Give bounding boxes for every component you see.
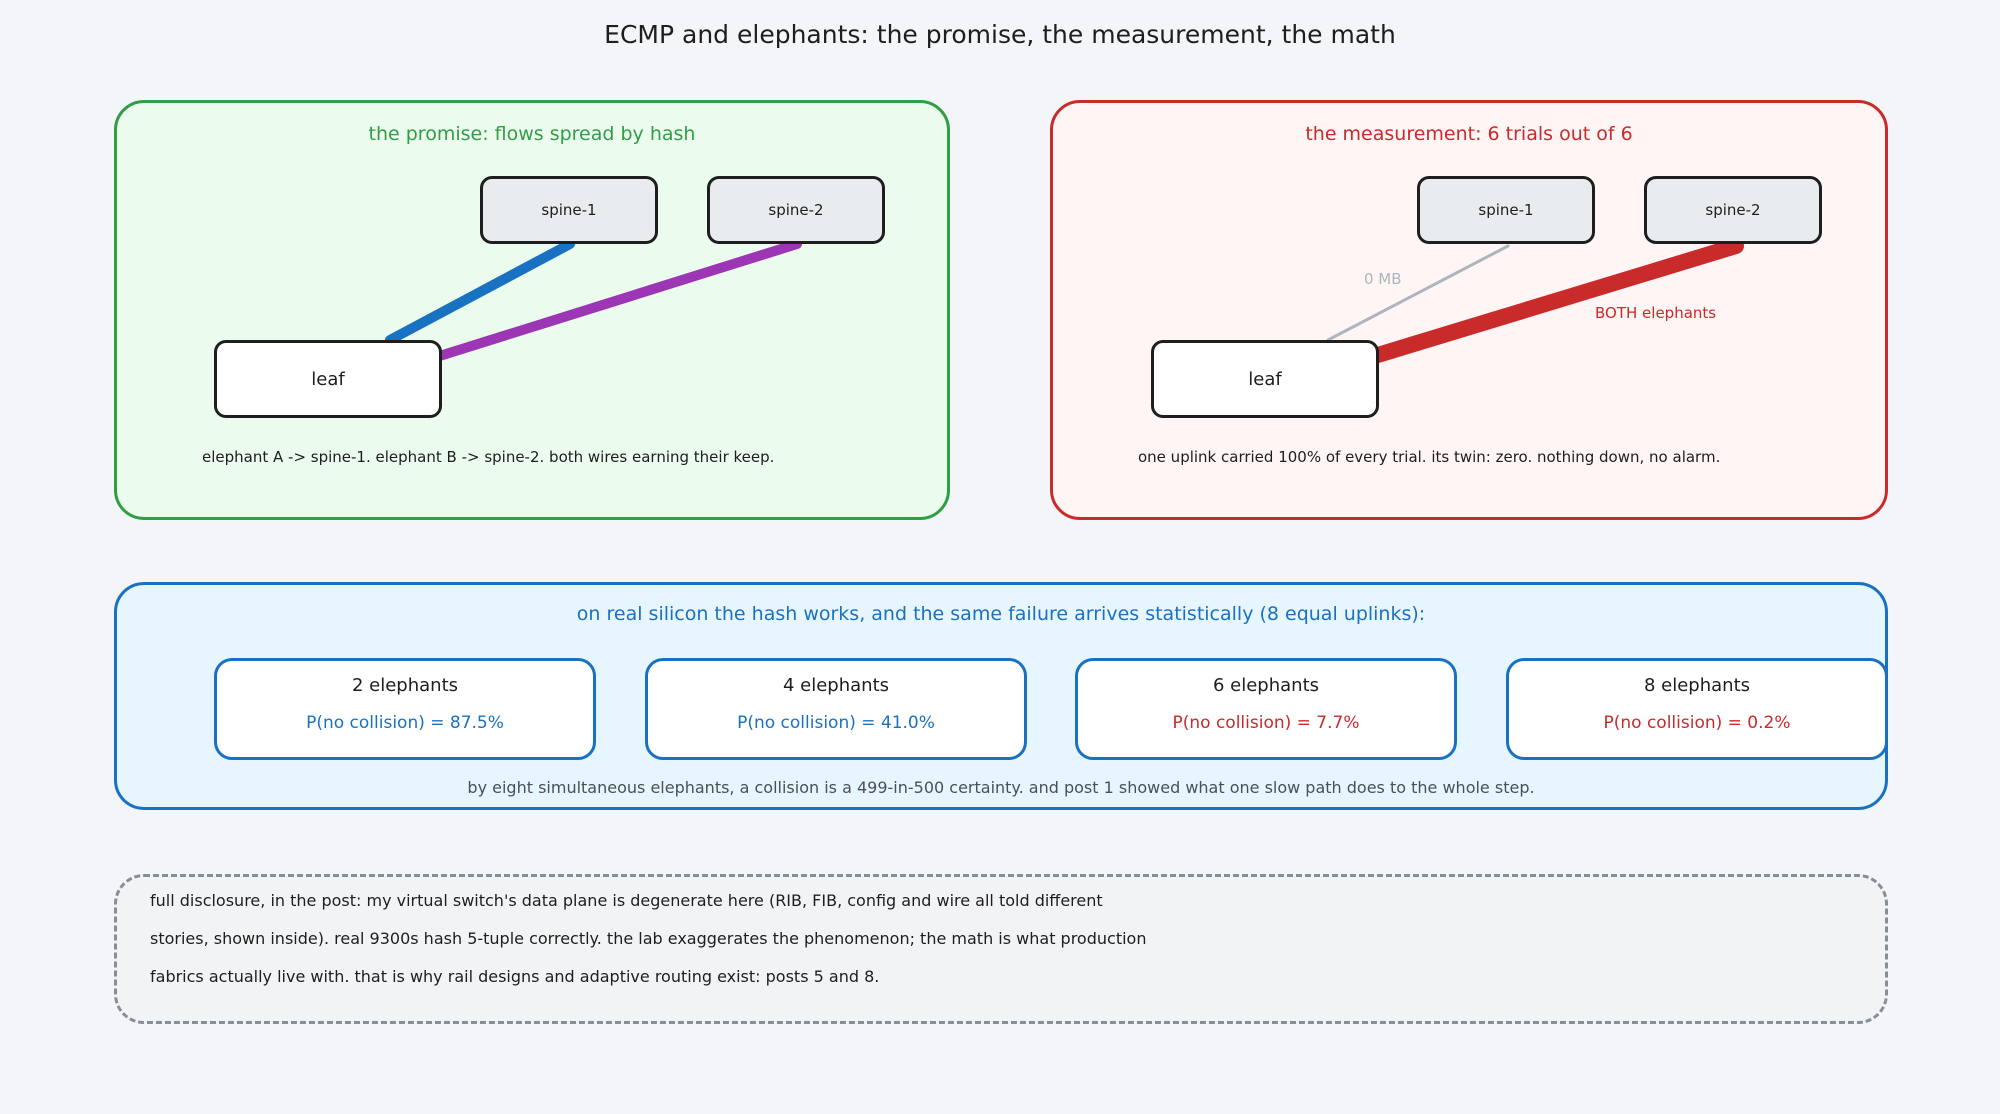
busy-wire-label: BOTH elephants	[1595, 304, 1717, 322]
promise-leaf-node: leaf	[214, 340, 442, 418]
prob-card-value: P(no collision) = 7.7%	[1172, 713, 1360, 733]
prob-card-label: 6 elephants	[1212, 675, 1320, 696]
promise-spine-2-label: spine-2	[768, 201, 824, 219]
measurement-leaf-label: leaf	[1248, 368, 1282, 390]
promise-spine-1-node: spine-1	[480, 176, 658, 244]
measurement-spine-2-label: spine-2	[1705, 201, 1761, 219]
prob-card-8: 8 elephants P(no collision) = 0.2%	[1506, 658, 1888, 760]
measurement-title: the measurement: 6 trials out of 6	[1305, 123, 1633, 145]
math-title: on real silicon the hash works, and the …	[576, 603, 1426, 625]
idle-wire-label: 0 MB	[1364, 270, 1402, 288]
measurement-caption: one uplink carried 100% of every trial. …	[1138, 448, 1721, 466]
promise-title: the promise: flows spread by hash	[368, 123, 696, 145]
measurement-spine-1-node: spine-1	[1417, 176, 1595, 244]
promise-spine-2-node: spine-2	[707, 176, 885, 244]
promise-caption: elephant A -> spine-1. elephant B -> spi…	[202, 448, 775, 466]
disclosure-line-3: fabrics actually live with. that is why …	[150, 967, 880, 986]
promise-spine-1-label: spine-1	[541, 201, 597, 219]
prob-card-label: 8 elephants	[1643, 675, 1751, 696]
page-title: ECMP and elephants: the promise, the mea…	[604, 20, 1396, 49]
promise-leaf-label: leaf	[311, 368, 345, 390]
prob-card-label: 2 elephants	[351, 675, 459, 696]
disclosure-box	[114, 874, 1888, 1024]
prob-card-value: P(no collision) = 0.2%	[1603, 713, 1791, 733]
prob-card-4: 4 elephants P(no collision) = 41.0%	[645, 658, 1027, 760]
prob-card-label: 4 elephants	[782, 675, 890, 696]
prob-card-value: P(no collision) = 87.5%	[306, 713, 504, 733]
math-footer: by eight simultaneous elephants, a colli…	[467, 778, 1535, 797]
measurement-spine-1-label: spine-1	[1478, 201, 1534, 219]
prob-card-value: P(no collision) = 41.0%	[737, 713, 935, 733]
measurement-panel: the measurement: 6 trials out of 6	[1050, 100, 1888, 520]
disclosure-line-2: stories, shown inside). real 9300s hash …	[150, 929, 1147, 948]
prob-card-2: 2 elephants P(no collision) = 87.5%	[214, 658, 596, 760]
disclosure-line-1: full disclosure, in the post: my virtual…	[150, 891, 1103, 910]
measurement-leaf-node: leaf	[1151, 340, 1379, 418]
measurement-spine-2-node: spine-2	[1644, 176, 1822, 244]
prob-card-6: 6 elephants P(no collision) = 7.7%	[1075, 658, 1457, 760]
